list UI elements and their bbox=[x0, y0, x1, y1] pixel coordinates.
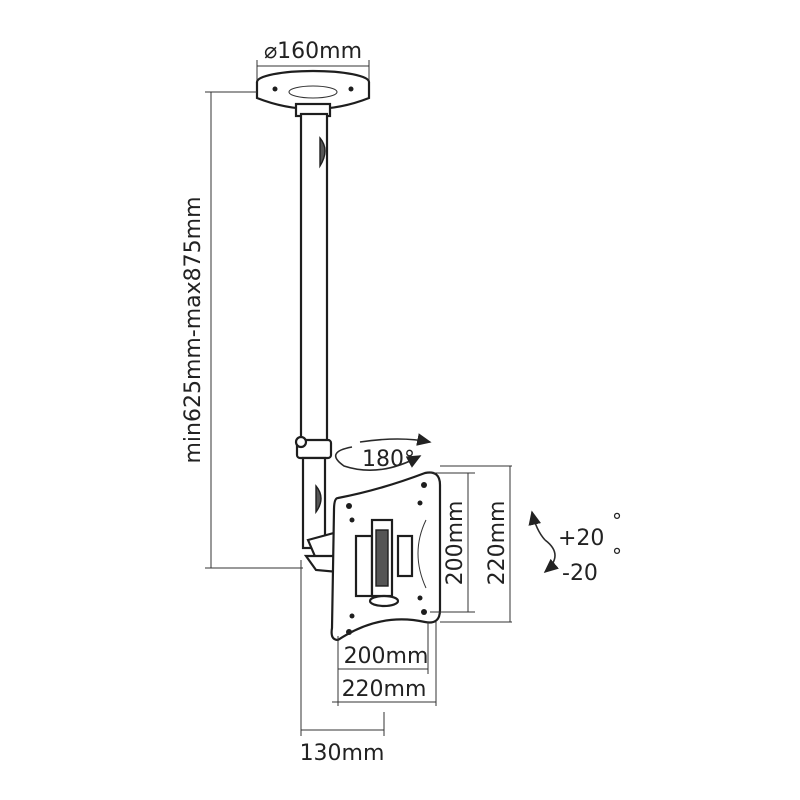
ceiling-plate bbox=[255, 69, 371, 118]
height-range-label: min625mm-max875mm bbox=[181, 196, 206, 463]
telescopic-pole bbox=[294, 112, 333, 550]
arm-offset-label: 130mm bbox=[300, 741, 385, 766]
vesa-horizontal-dimensions: 200mm 220mm bbox=[332, 622, 437, 706]
height-dimension: min625mm-max875mm bbox=[181, 91, 303, 569]
plate-diameter-dimension: ⌀160mm bbox=[256, 39, 370, 80]
vesa-inner-vertical-label: 200mm bbox=[443, 501, 468, 586]
vesa-plate bbox=[330, 471, 442, 642]
vesa-inner-horizontal-label: 200mm bbox=[344, 644, 429, 669]
vesa-outer-horizontal-label: 220mm bbox=[342, 677, 427, 702]
plate-diameter-label: ⌀160mm bbox=[264, 39, 362, 64]
vesa-outer-vertical-label: 220mm bbox=[485, 501, 510, 586]
tilt-indicator: +20 ° -20 ° bbox=[528, 509, 622, 586]
tilt-up-label: +20 bbox=[558, 526, 604, 551]
rotation-label: 180° bbox=[362, 447, 415, 472]
rotation-indicator: 180° bbox=[334, 433, 432, 472]
tilt-down-label: -20 bbox=[562, 561, 598, 586]
arm-offset-dimension: 130mm bbox=[300, 560, 385, 766]
vesa-vertical-dimensions: 200mm 220mm bbox=[430, 465, 512, 623]
tilt-down-degree: ° bbox=[612, 544, 622, 568]
tilt-up-degree: ° bbox=[612, 509, 622, 533]
